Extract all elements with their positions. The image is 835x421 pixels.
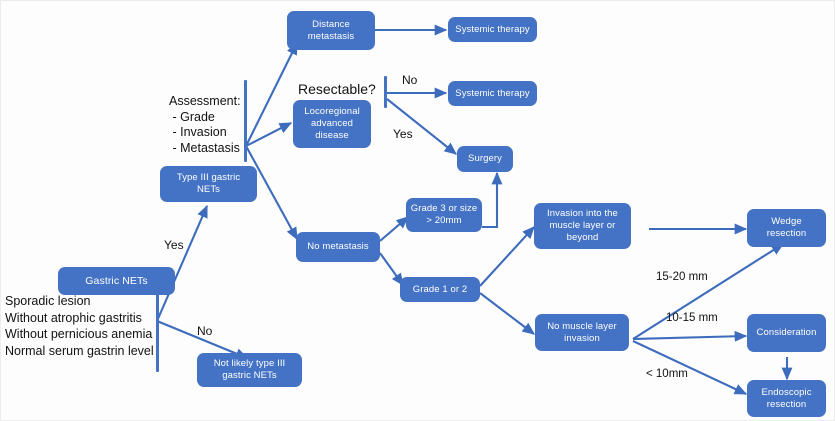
node-no-metastasis[interactable]: No metastasis — [296, 232, 380, 262]
node-wedge-resection[interactable]: Wedge resection — [747, 209, 826, 247]
edge-label-size-15-20mm: 15-20 mm — [656, 271, 708, 283]
gastric-nets-stem-bar — [156, 294, 159, 372]
resectable-decision-bar — [384, 76, 387, 108]
node-systemic-therapy-top[interactable]: Systemic therapy — [448, 17, 537, 42]
node-invasion-into-muscle-layer[interactable]: Invasion into the muscle layer or beyond — [534, 203, 631, 249]
edge-label-size-10-15mm: 10-15 mm — [666, 312, 718, 324]
edge-label-resectable-yes: Yes — [393, 127, 413, 141]
edge-label-size-under-10mm: < 10mm — [646, 368, 688, 380]
node-consideration[interactable]: Consideration — [747, 314, 826, 352]
node-grade-3-or-size[interactable]: Grade 3 or size > 20mm — [406, 198, 482, 232]
node-type-iii-gastric-nets[interactable]: Type III gastric NETs — [160, 166, 257, 202]
node-systemic-therapy-mid[interactable]: Systemic therapy — [448, 81, 537, 106]
edge-label-resectable-no: No — [402, 73, 418, 87]
assessment-text: Assessment: - Grade - Invasion - Metasta… — [169, 94, 241, 155]
node-distance-metastasis[interactable]: Distance metastasis — [287, 11, 375, 50]
node-locoregional-advanced-disease[interactable]: Locoregional advanced disease — [293, 100, 371, 148]
assessment-stem-bar — [244, 80, 247, 162]
edge-label-no-type-iii: No — [197, 324, 213, 338]
node-not-likely-type-iii[interactable]: Not likely type III gastric NETs — [197, 353, 302, 387]
node-no-muscle-layer-invasion[interactable]: No muscle layer invasion — [535, 314, 629, 351]
node-gastric-nets[interactable]: Gastric NETs — [58, 267, 175, 295]
resectable-decision-label: Resectable? — [298, 81, 376, 97]
criteria-text: Sporadic lesion Without atrophic gastrit… — [5, 294, 154, 358]
node-grade-1-or-2[interactable]: Grade 1 or 2 — [400, 277, 480, 302]
node-surgery[interactable]: Surgery — [457, 146, 513, 172]
edge-label-yes-type-iii: Yes — [164, 238, 184, 252]
node-endoscopic-resection[interactable]: Endoscopic resection — [747, 380, 826, 417]
